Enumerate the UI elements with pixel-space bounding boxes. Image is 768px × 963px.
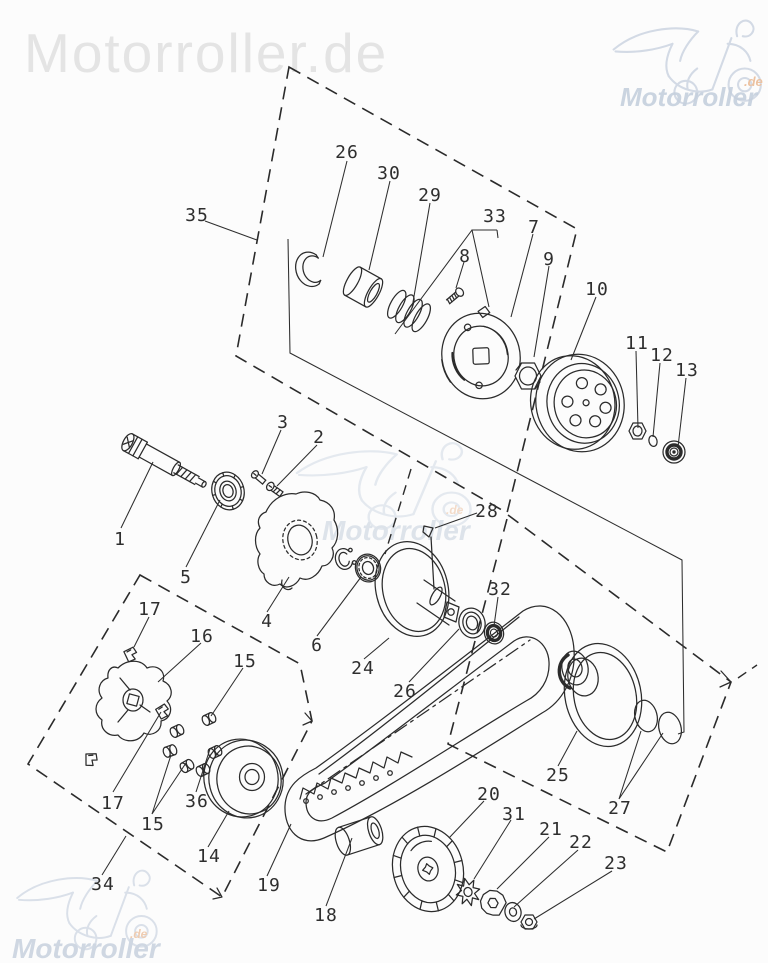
brand-text: Motorroller	[620, 82, 759, 112]
part-30-collar	[342, 266, 384, 308]
part-label-9: 9	[543, 249, 555, 270]
part-label-20: 20	[477, 784, 501, 805]
part-label-7: 7	[528, 217, 540, 238]
part-16-ramp-plate	[95, 660, 172, 742]
part-label-33: 33	[483, 206, 507, 227]
part-3-screw	[250, 470, 267, 485]
part-label-28: 28	[475, 501, 499, 522]
kit-box-35	[235, 65, 578, 515]
watermark-scooter-logo-top-right: Motorroller .de	[612, 19, 763, 112]
part-23-nut	[520, 914, 538, 930]
part-13-bearing-cap	[662, 440, 686, 464]
part-label-15b: 15	[141, 814, 165, 835]
part-15-roller	[200, 710, 218, 728]
leader-lines	[101, 160, 687, 920]
part-label-34: 34	[91, 874, 115, 895]
axis-dash-segment	[384, 468, 412, 555]
watermark-scooter-logo-bottom-left: Motorroller .de	[12, 869, 162, 963]
part-26-seal-ring	[458, 607, 486, 639]
part-label-8: 8	[459, 246, 471, 267]
watermark-scooter-logo-center: Motorroller .de	[295, 441, 472, 546]
watermark-top-left-text: Motorroller.de	[24, 22, 388, 84]
part-29-spring	[386, 289, 432, 333]
part-label-10: 10	[585, 279, 609, 300]
part-label-2: 2	[313, 427, 325, 448]
part-15-roller	[168, 722, 186, 740]
part-26-ring-top	[295, 251, 322, 288]
part-14-pulley-half	[203, 738, 284, 819]
part-label-4: 4	[261, 611, 273, 632]
part-label-17: 17	[138, 599, 162, 620]
part-label-26: 26	[335, 142, 359, 163]
part-label-35: 35	[185, 205, 209, 226]
part-label-31: 31	[502, 804, 526, 825]
part-20-fan-pulley	[391, 825, 465, 913]
brand-text: Motorroller	[322, 515, 472, 546]
part-label-25: 25	[546, 765, 570, 786]
part-5-bearing	[211, 471, 245, 511]
brand-suffix: .de	[446, 503, 464, 517]
part-12-washer	[648, 434, 658, 448]
part-label-36: 36	[185, 791, 209, 812]
part-24-drive-face	[374, 540, 460, 638]
part-label-23: 23	[604, 853, 628, 874]
part-label-6: 6	[311, 635, 323, 656]
part-15-roller	[161, 743, 179, 759]
part-label-30: 30	[377, 163, 401, 184]
part-label-19: 19	[257, 875, 281, 896]
part-label-13: 13	[675, 360, 699, 381]
part-label-1: 1	[114, 529, 126, 550]
part-21-ratchet-washer	[479, 889, 507, 916]
part-17-slider	[83, 751, 99, 768]
part-18-spacer	[334, 816, 384, 856]
part-17-slider	[122, 646, 139, 663]
part-label-11: 11	[625, 333, 649, 354]
part-label-29: 29	[418, 185, 442, 206]
svg-text:Motorroller.de: Motorroller.de	[24, 22, 388, 84]
part-label-12: 12	[650, 345, 674, 366]
part-25-rear-pulley	[557, 642, 643, 748]
part-7-clutch	[441, 305, 521, 400]
part-8-screw	[445, 287, 465, 305]
part-1-shaft	[121, 432, 207, 488]
long-reference-line	[287, 238, 685, 735]
part-label-16: 16	[190, 626, 214, 647]
brand-suffix: .de	[744, 74, 763, 89]
brand-text: Motorroller	[12, 933, 162, 963]
part-label-5: 5	[180, 567, 192, 588]
part-label-27: 27	[608, 798, 632, 819]
part-label-24: 24	[351, 658, 375, 679]
part-label-17b: 17	[101, 793, 125, 814]
part-31-star-washer	[455, 877, 481, 907]
part-label-14: 14	[197, 846, 221, 867]
part-label-32: 32	[488, 579, 512, 600]
part-label-21: 21	[539, 819, 563, 840]
part-22-washer	[504, 901, 522, 923]
part-label-3: 3	[277, 412, 289, 433]
part-label-18: 18	[314, 905, 338, 926]
brand-suffix: .de	[130, 927, 148, 941]
part-labels: 35 26 30 29 33 7 8 9 10 11 12 13 3 2 1 5…	[91, 142, 699, 926]
part-28-pin	[422, 525, 435, 590]
part-10-clutch-bell	[529, 353, 625, 453]
part-circlip	[334, 547, 357, 570]
part-6-bearing	[354, 553, 382, 583]
part-label-22: 22	[569, 832, 593, 853]
part-4-cover	[254, 491, 339, 591]
part-label-15: 15	[233, 651, 257, 672]
part-15-roller	[177, 757, 197, 775]
part-19-belt	[284, 605, 575, 842]
part-label-26b: 26	[393, 681, 417, 702]
kit-box-bottom-right	[447, 513, 758, 854]
part-27-orings	[633, 699, 683, 745]
part-2-screw	[265, 481, 284, 498]
